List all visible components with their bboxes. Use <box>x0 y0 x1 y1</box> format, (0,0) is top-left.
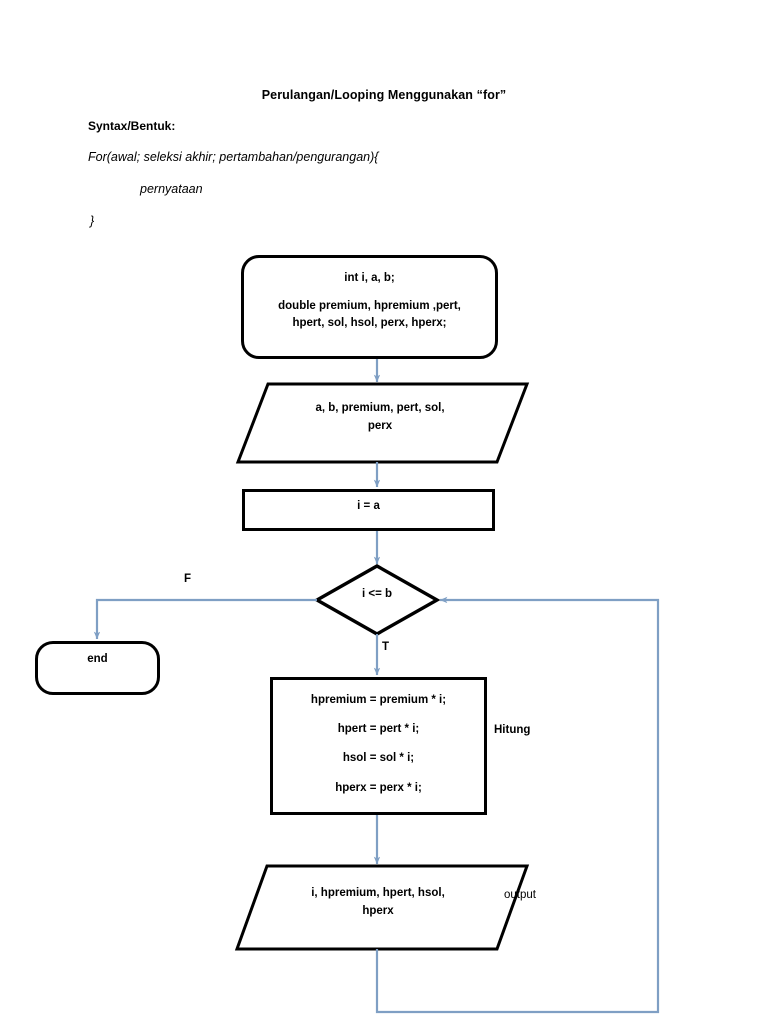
branch-label-false: F <box>184 573 192 585</box>
compute-line-hpert: hpert = pert * i; <box>337 723 420 736</box>
compute-side-label: Hitung <box>494 724 531 736</box>
input-line-1: a, b, premium, pert, sol, <box>315 401 445 414</box>
output-node-text: i, hpremium, hpert, hsol, hperx <box>263 878 493 926</box>
connector-loopback-to-decision <box>375 596 660 1014</box>
page-title: Perulangan/Looping Menggunakan “for” <box>261 88 507 102</box>
compute-line-hperx: hperx = perx * i; <box>335 781 422 794</box>
input-parallelogram <box>235 382 530 464</box>
declaration-line-double-b: hpert, sol, hsol, perx, hperx; <box>292 316 447 329</box>
declaration-line-int: int i, a, b; <box>344 272 395 284</box>
syntax-closing-brace: } <box>90 214 95 228</box>
decision-node-text: i <= b <box>361 588 393 600</box>
compute-line-hsol: hsol = sol * i; <box>342 752 415 765</box>
input-line-2: perx <box>367 420 393 432</box>
end-text: end <box>87 653 108 665</box>
assignment-text: i = a <box>357 500 380 512</box>
compute-line-hpremium: hpremium = premium * i; <box>310 694 447 706</box>
declaration-node: int i, a, b; double premium, hpremium ,p… <box>241 255 498 359</box>
compute-node: hpremium = premium * i; hpert = pert * i… <box>270 677 487 815</box>
assignment-node: i = a <box>242 489 495 531</box>
syntax-signature: For(awal; seleksi akhir; pertambahan/pen… <box>88 150 379 164</box>
output-side-label: output <box>504 889 536 901</box>
output-line-2: hperx <box>362 905 394 917</box>
branch-label-true: T <box>382 641 390 653</box>
output-line-1: i, hpremium, hpert, hsol, <box>311 886 445 899</box>
declaration-line-double-a: double premium, hpremium ,pert, <box>278 300 461 313</box>
syntax-body-statement: pernyataan <box>140 182 203 196</box>
output-parallelogram <box>234 864 530 951</box>
syntax-heading: Syntax/Bentuk: <box>88 119 176 133</box>
connector-decision-false-to-end <box>93 598 317 640</box>
input-node-text: a, b, premium, pert, sol, perx <box>265 393 495 441</box>
end-node: end <box>35 641 160 695</box>
